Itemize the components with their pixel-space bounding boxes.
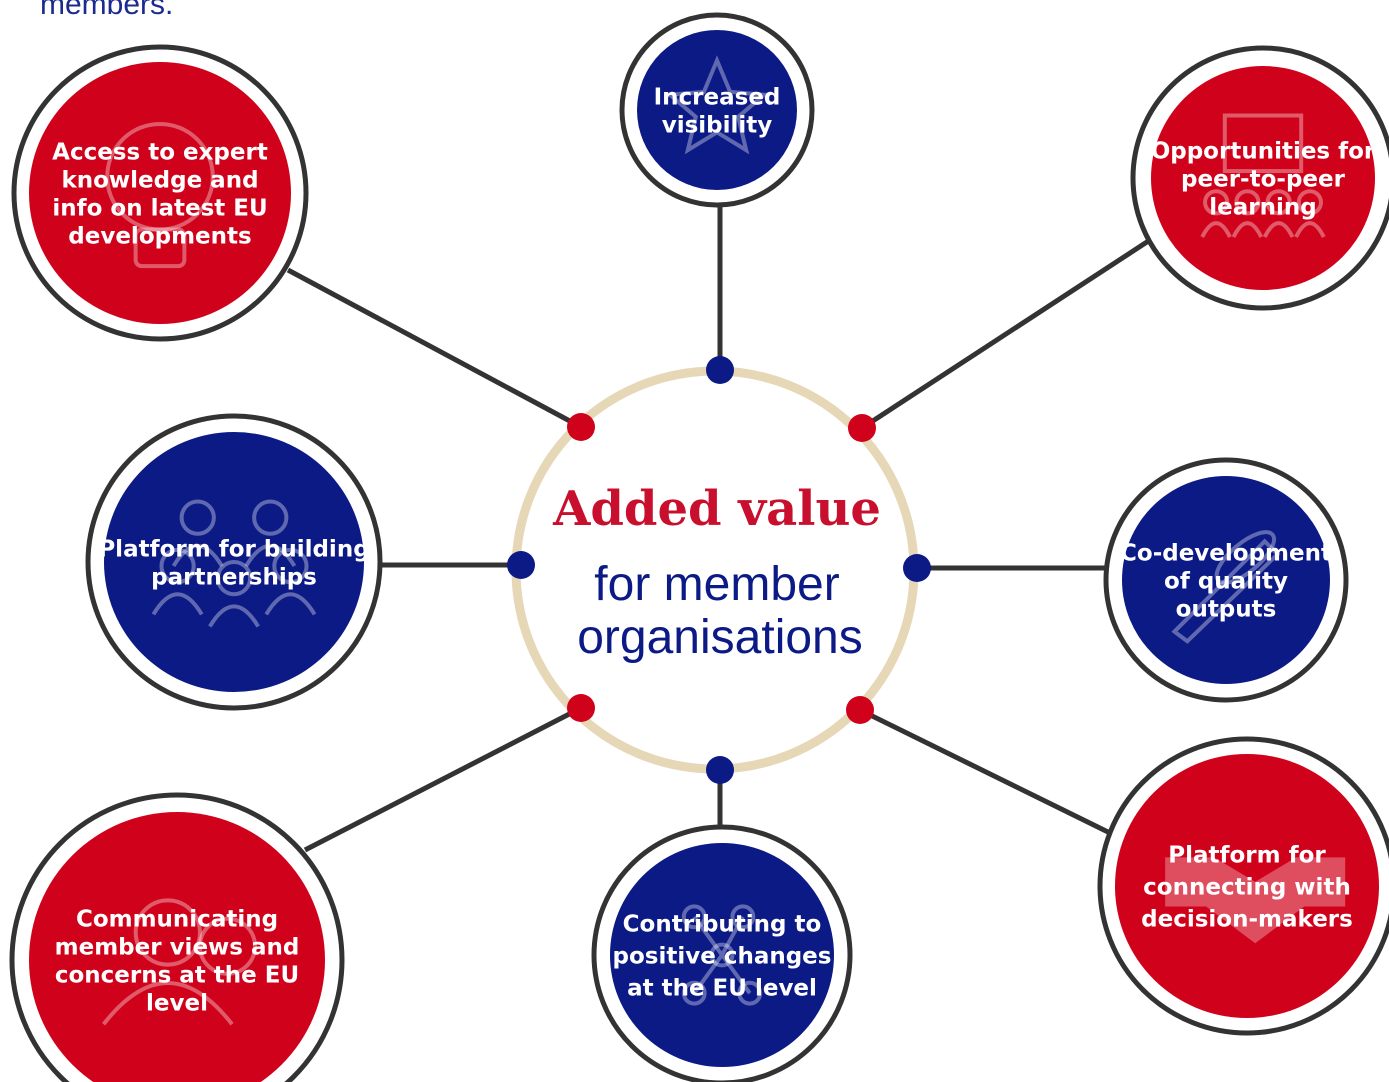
node-label-line: Co-development: [1120, 540, 1332, 566]
node-label-line: visibility: [662, 112, 773, 138]
pen-icon: [1171, 530, 1281, 644]
node-label-line: info on latest EU: [52, 195, 267, 221]
connector-communicating-views: [303, 705, 583, 853]
dot-top-right: [848, 414, 876, 442]
hub-subtitle-line1: for member: [594, 558, 839, 611]
node-fill: [29, 62, 291, 324]
dot-bottom-left: [567, 694, 595, 722]
node-fill: [104, 432, 364, 692]
lightbulb-icon: [105, 121, 215, 269]
node-fill: [1151, 66, 1375, 290]
node-label-line: Platform for: [1168, 842, 1326, 868]
hub-title: Added value: [552, 481, 881, 537]
node-label-line: positive changes: [613, 943, 832, 969]
node-label-line: decision-makers: [1141, 906, 1353, 932]
connector-lines: [286, 205, 1152, 853]
connector-peer-learning: [860, 237, 1152, 431]
intro-text-fragment: members.: [40, 0, 174, 21]
node-label-line: Access to expert: [52, 139, 268, 165]
hub-subtitle-line2: organisations: [577, 611, 863, 664]
node-fill: [1122, 476, 1330, 684]
network-people-icon: [681, 904, 763, 1006]
connector-decision-makers: [858, 707, 1110, 835]
dot-bottom-right: [846, 696, 874, 724]
node-label-line: outputs: [1176, 596, 1277, 622]
node-fill: [1115, 754, 1379, 1018]
node-fill: [637, 30, 797, 190]
node-positive-changes: Contributing to positive changes at the EU…: [591, 824, 853, 1082]
node-fill: [29, 812, 325, 1082]
dot-left: [507, 551, 535, 579]
connector-expert-knowledge: [286, 267, 583, 430]
node-label-line: at the EU level: [627, 975, 817, 1001]
node-label-line: Contributing to: [623, 911, 822, 937]
node-label-line: Opportunities for: [1151, 138, 1376, 164]
group-of-people-icon: [151, 499, 317, 628]
node-fill: [610, 843, 834, 1067]
node-label-line: connecting with: [1143, 874, 1351, 900]
node-label-line: learning: [1209, 194, 1316, 220]
hub-dots: [507, 356, 931, 784]
dot-bottom: [706, 756, 734, 784]
handshake-icon-shape: [1165, 857, 1346, 944]
node-label-line: member views and: [55, 934, 300, 960]
handshake-icon: [1165, 857, 1346, 944]
presentation-audience-icon: [1200, 113, 1326, 238]
dot-top-left: [567, 413, 595, 441]
speaking-people-icon: [102, 898, 257, 1026]
node-label-line: Communicating: [76, 906, 278, 932]
node-label-line: partnerships: [151, 564, 317, 590]
dot-right: [903, 554, 931, 582]
node-label-line: level: [146, 990, 208, 1016]
node-label-line: concerns at the EU: [55, 962, 299, 988]
star-icon: [664, 55, 770, 155]
node-label-line: peer-to-peer: [1181, 166, 1346, 192]
node-label-line: developments: [68, 223, 251, 249]
node-label-line: Platform for building: [98, 536, 369, 562]
node-label-line: of quality: [1164, 568, 1288, 594]
node-label-line: knowledge and: [61, 167, 258, 193]
dot-top: [706, 356, 734, 384]
node-label-line: Increased: [654, 84, 781, 110]
node-decision-makers: Platform for connecting with decision-make…: [1097, 736, 1389, 1036]
